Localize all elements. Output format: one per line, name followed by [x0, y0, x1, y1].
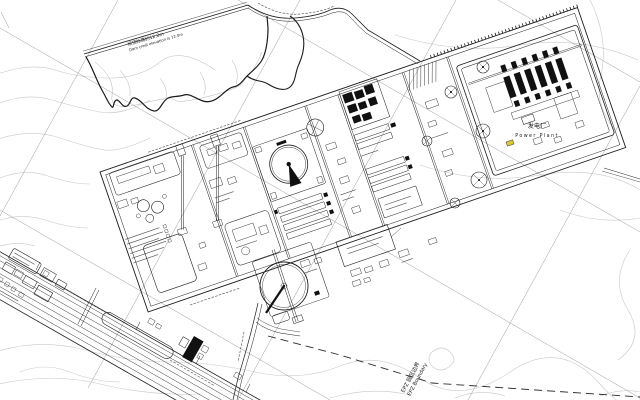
process-building-rows	[273, 192, 335, 240]
dam-road: 坝顶标高约12.0m Dam crest elevation is 12.0m	[83, 1, 249, 58]
plant-internal-roads	[191, 56, 494, 277]
tank-farm	[421, 60, 491, 209]
conveyor-towers	[175, 133, 224, 236]
shore-facilities	[0, 248, 68, 303]
legend-text-block	[125, 224, 172, 264]
circular-stockyard-1	[252, 128, 326, 202]
tank-circle	[421, 135, 433, 147]
stacker-boom	[288, 164, 302, 187]
median-island	[101, 312, 174, 359]
switchyard-grid	[553, 92, 579, 120]
tank-circle	[444, 85, 458, 99]
stacker-boom	[265, 285, 285, 314]
plant-road-microtext	[148, 120, 241, 153]
tank-circle	[145, 214, 155, 223]
tank-circle	[306, 118, 325, 137]
trestle-head-building	[178, 336, 210, 363]
laydown-strip	[409, 60, 454, 177]
process-strip-4	[306, 118, 362, 215]
process-building-rows-2	[353, 122, 423, 219]
fence-ticks	[429, 4, 579, 59]
tank-circle	[449, 197, 461, 209]
generator-units	[500, 46, 580, 120]
plant-boundary	[99, 7, 627, 313]
trestle-corridor	[0, 248, 261, 400]
road-microtext	[257, 2, 335, 15]
plant-area	[99, 4, 627, 313]
utility-block	[109, 151, 208, 293]
transfer-tower	[175, 143, 187, 157]
connecting-road	[247, 2, 421, 65]
transfer-tower	[210, 133, 221, 147]
tank-circle	[475, 123, 491, 139]
switchyard-grid	[485, 81, 514, 113]
labeled-plot	[335, 224, 396, 267]
open-plot	[143, 233, 197, 293]
power-plant-label-cn: 发电厂	[528, 122, 547, 130]
tank-circle	[476, 60, 490, 74]
power-plant-label: 发电厂 Power Plant	[515, 122, 559, 139]
epz-boundary-line	[267, 335, 640, 398]
epz-boundary: EPZ 园区边界 EPZ Boundary	[267, 335, 640, 398]
sediment-pond	[85, 15, 305, 112]
process-strip-2	[199, 132, 281, 266]
power-plant-area	[429, 4, 615, 176]
access-road	[232, 167, 640, 400]
south-annex	[189, 224, 438, 306]
tank-circle	[137, 199, 150, 213]
highlight-marker	[505, 139, 515, 147]
power-plant-label-en: Power Plant	[515, 133, 559, 139]
circular-stockyard-2	[252, 242, 330, 325]
silo-block	[338, 78, 391, 130]
tank-circle	[151, 200, 164, 214]
tank-circle	[470, 171, 488, 189]
